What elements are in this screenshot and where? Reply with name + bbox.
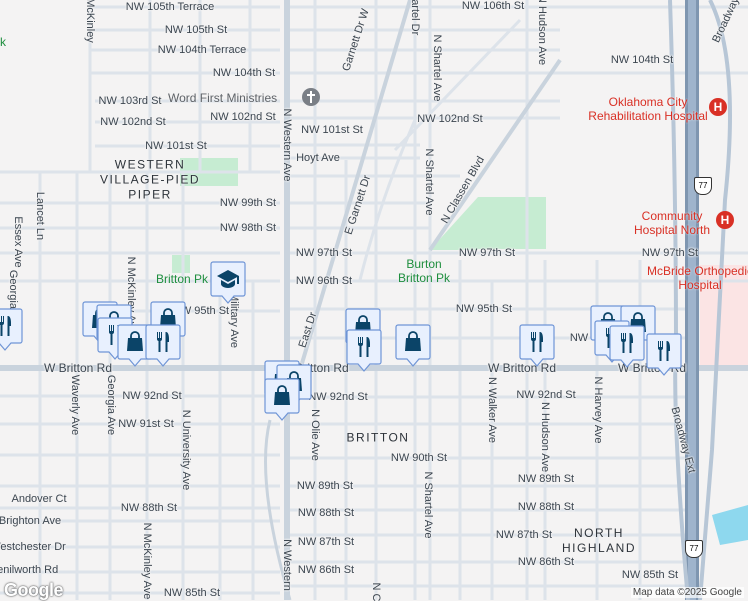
street-label: NW 88th St (298, 507, 354, 519)
hospital-label[interactable]: Oklahoma City Rehabilitation Hospital (573, 95, 723, 123)
church-label[interactable]: Word First Ministries (168, 91, 277, 105)
street-label: NW 97th St (296, 247, 352, 259)
restaurant-marker[interactable] (0, 308, 23, 352)
park-label[interactable]: Burton Britton Pk (394, 257, 454, 285)
street-label: NW 105th Terrace (126, 1, 214, 13)
street-label: NW 89th St (518, 473, 574, 485)
school-marker[interactable] (210, 261, 246, 305)
park-area (478, 197, 546, 249)
street-label: NW 85th St (622, 569, 678, 581)
street-label: NW 99th St (220, 197, 276, 209)
restaurant-marker[interactable] (145, 324, 181, 368)
street-label: NW 90th St (391, 452, 447, 464)
street-label: N Western Ave (281, 109, 293, 182)
shopping-marker[interactable] (264, 378, 300, 422)
street-label: N Shartel Ave (423, 148, 435, 215)
us-77-shield-icon: 77 (694, 177, 712, 195)
street-label: NW 92nd St (122, 390, 181, 402)
street-label: NW 88th St (518, 501, 574, 513)
park-area (172, 255, 190, 273)
street-label: N Shartel Ave (422, 471, 434, 538)
street-label: N Western (281, 539, 293, 591)
street-label: N University Ave (180, 410, 192, 491)
street-label: N McKinley Ave (141, 523, 153, 600)
street-label: Lancet Ln (34, 192, 46, 240)
street-label: NW 87th St (298, 536, 354, 548)
street-label: NW 88th St (121, 502, 177, 514)
street-label: NW 91st St (118, 418, 174, 430)
restaurant-marker[interactable] (609, 325, 645, 369)
park-label[interactable]: Britton Pk (156, 272, 208, 286)
hospital-label[interactable]: Community Hospital North (625, 209, 720, 237)
street-label: NW 92nd St (516, 389, 575, 401)
street-label: Georgia Ave (105, 375, 117, 435)
street-label: NW 106th St (462, 0, 524, 12)
street-label: NW 103rd St (99, 95, 162, 107)
street-label: Brighton Ave (0, 515, 61, 527)
restaurant-marker[interactable] (646, 333, 682, 377)
street-label: NW 102nd St (210, 111, 275, 123)
street-label: NW 85th St (164, 587, 220, 599)
street-label: NW 95th St (456, 303, 512, 315)
street-label: N McKinley (84, 0, 96, 43)
neighborhood-label: NORTH HIGHLAND (559, 526, 639, 556)
street-label: NW 102nd St (417, 113, 482, 125)
street-label: NW 98th St (220, 222, 276, 234)
street-label: NW 105th St (165, 24, 227, 36)
neighborhood-label: BRITTON (347, 431, 410, 446)
street-label: NW 86th St (518, 556, 574, 568)
shopping-marker[interactable] (395, 324, 431, 368)
street-label: N Walker Ave (486, 377, 498, 443)
street-label: NW 102nd St (100, 116, 165, 128)
street-label: NW 101st St (301, 124, 363, 136)
street-label: N C (370, 583, 382, 601)
street-label: N Hudson Ave (536, 0, 548, 65)
street-label: N Olie Ave (309, 409, 321, 461)
street-label: Andover Ct (11, 493, 66, 505)
street-label: N Hudson Ave (539, 402, 551, 472)
street-label: NW 96th St (296, 275, 352, 287)
restaurant-marker[interactable] (346, 329, 382, 373)
street-label: NW 104th St (611, 54, 673, 66)
water (712, 505, 748, 545)
map-attribution[interactable]: Map data ©2025 Google (631, 587, 744, 598)
street-label: NW 97th St (459, 247, 515, 259)
hospital-icon[interactable]: H (709, 98, 727, 116)
hospital-label[interactable]: McBride Orthopedic Hospital (643, 264, 748, 292)
street-label: NW 86th St (298, 564, 354, 576)
street-label: NW 97th St (642, 247, 698, 259)
restaurant-marker[interactable] (519, 324, 555, 368)
street-label: NW 104th Terrace (158, 44, 246, 56)
street-label: NW 92nd St (308, 391, 367, 403)
street-label: NW 89th St (297, 480, 353, 492)
street-label: NW 104th St (213, 67, 275, 79)
neighborhood-label: WESTERN VILLAGE-PIED PIPER (85, 158, 215, 203)
street-label: N Shartel Dr (409, 0, 421, 35)
street-label: N Harvey Ave (592, 376, 604, 443)
street-label: Waverly Ave (69, 375, 81, 436)
street-label: W Britton Rd (44, 361, 112, 375)
us-77-shield-icon: 77 (685, 540, 703, 558)
street-label: Kenilworth Rd (0, 564, 58, 576)
google-logo[interactable]: Google (4, 580, 63, 600)
street-label: N Shartel Ave (431, 34, 443, 101)
park-label: k (0, 35, 6, 49)
street-label: NW 101st St (145, 140, 207, 152)
street-label: NW (570, 332, 588, 344)
street-label: Hoyt Ave (296, 152, 340, 164)
hospital-icon[interactable]: H (716, 211, 734, 229)
street-label: NW 87th St (496, 529, 552, 541)
street-label: Westchester Dr (0, 541, 66, 553)
street-label: Essex Ave (12, 216, 24, 267)
